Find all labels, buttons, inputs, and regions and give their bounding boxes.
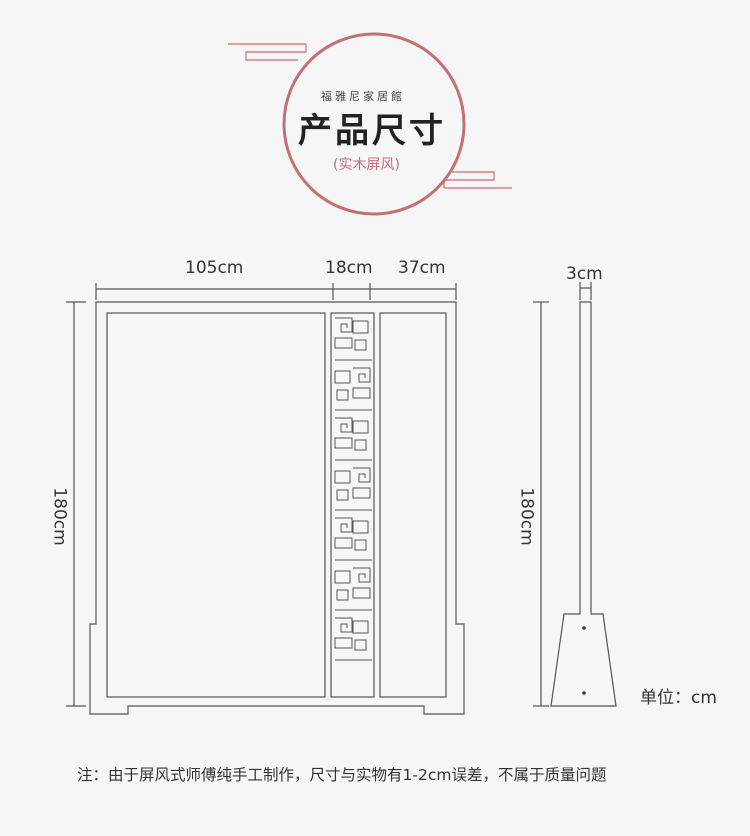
lattice-motif <box>352 567 371 599</box>
decor-lines-right <box>443 171 512 189</box>
footnote: 注：由于屏风式师傅纯手工制作，尺寸与实物有1-2cm误差，不属于质量问题 <box>77 766 607 784</box>
lattice-square <box>352 620 369 634</box>
width-left-label: 105cm <box>185 258 244 278</box>
lattice-square <box>354 339 367 351</box>
lattice-square <box>334 370 351 384</box>
height-side-label: 180cm <box>516 487 537 546</box>
emblem-circle <box>282 32 466 216</box>
width-dimension-line <box>95 283 457 300</box>
side-hole-bottom <box>582 691 586 695</box>
lattice-square <box>354 639 367 651</box>
side-profile <box>550 301 617 707</box>
thickness-label: 3cm <box>566 264 603 284</box>
lattice-square <box>352 520 369 534</box>
lattice-column <box>330 312 375 698</box>
side-height-dimension-line <box>533 301 549 707</box>
side-hole-top <box>582 626 586 630</box>
header-emblem <box>228 32 512 216</box>
lattice-square <box>336 589 349 601</box>
left-panel <box>106 312 326 698</box>
thickness-dimension-line <box>579 282 592 300</box>
lattice-motif <box>352 467 371 499</box>
page-subtitle: (实木屏风) <box>333 157 400 173</box>
lattice-square <box>334 570 351 584</box>
lattice-motif <box>334 617 353 649</box>
lattice-square <box>336 389 349 401</box>
page-title: 产品尺寸 <box>298 111 446 151</box>
height-dimension-line <box>66 301 86 707</box>
lattice-motif <box>334 517 353 549</box>
lattice-square <box>354 539 367 551</box>
screen-outer-frame <box>89 301 465 715</box>
lattice-square <box>352 420 369 434</box>
right-panel <box>379 312 447 698</box>
lattice-pattern <box>334 317 372 661</box>
brand-name: 福雅尼家居館 <box>321 90 405 103</box>
unit-label: 单位：cm <box>640 688 717 708</box>
decor-lines-left <box>228 43 307 61</box>
lattice-square <box>354 439 367 451</box>
width-middle-label: 18cm <box>325 258 373 278</box>
lattice-motif <box>334 417 353 449</box>
lattice-square <box>352 320 369 334</box>
lattice-square <box>336 489 349 501</box>
lattice-motif <box>352 367 371 399</box>
lattice-motif <box>334 317 353 349</box>
width-right-label: 37cm <box>398 258 446 278</box>
lattice-square <box>334 470 351 484</box>
